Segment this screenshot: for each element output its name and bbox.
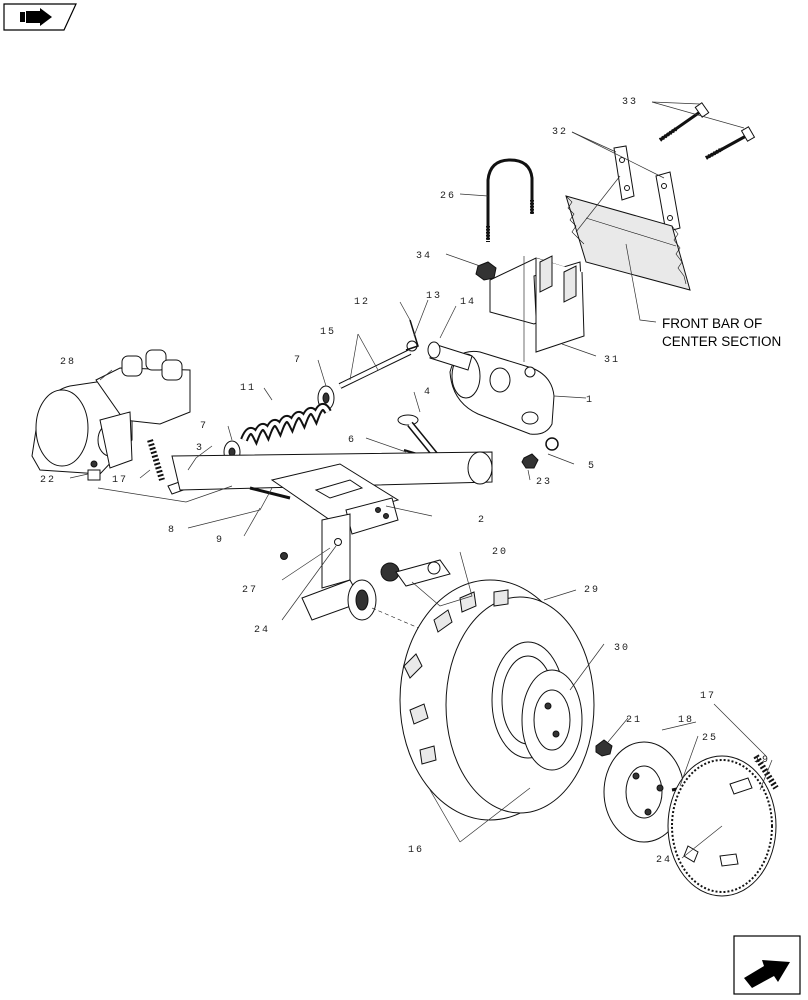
callout-26: 26 (440, 191, 456, 202)
callout-5: 5 (588, 461, 596, 472)
callout-19: 19 (754, 755, 770, 766)
wheel-29 (399, 579, 595, 821)
callout-15: 15 (320, 327, 336, 338)
callout-24-left: 24 (254, 625, 270, 636)
callout-14: 14 (460, 297, 476, 308)
exploded-assembly-drawing: 1 2 3 4 5 6 7 7 8 9 11 12 13 14 15 16 17… (31, 97, 781, 897)
motor-28 (31, 349, 191, 475)
callout-33: 33 (622, 97, 638, 108)
callout-27: 27 (242, 585, 258, 596)
callout-7-lower: 7 (200, 421, 208, 432)
callout-31: 31 (604, 355, 620, 366)
callout-6: 6 (348, 435, 356, 446)
front-bar-note-line-1: FRONT BAR OF (662, 316, 762, 331)
leader-lines (69, 101, 773, 859)
callout-20: 20 (492, 547, 508, 558)
callout-9: 9 (216, 535, 224, 546)
callout-32: 32 (552, 127, 568, 138)
callout-22: 22 (40, 475, 56, 486)
callout-29: 29 (584, 585, 600, 596)
callout-3: 3 (196, 443, 204, 454)
next-page-arrow-icon[interactable] (733, 935, 801, 995)
callout-4: 4 (424, 387, 432, 398)
callout-24-right: 24 (656, 855, 672, 866)
callout-13: 13 (426, 291, 442, 302)
bolt-33-a (658, 102, 710, 142)
callout-17-right: 17 (700, 691, 716, 702)
book-pointer-icon[interactable] (3, 3, 77, 31)
callout-17-left: 17 (112, 475, 128, 486)
spring-11 (240, 402, 332, 446)
callout-30: 30 (614, 643, 630, 654)
callout-2: 2 (478, 515, 486, 526)
bolt-33-b (705, 126, 756, 160)
callout-34: 34 (416, 251, 432, 262)
callout-18: 18 (678, 715, 694, 726)
callout-21: 21 (626, 715, 642, 726)
callout-16: 16 (408, 845, 424, 856)
callout-23: 23 (536, 477, 552, 488)
callout-25: 25 (702, 733, 718, 744)
callout-28: 28 (60, 357, 76, 368)
callout-1: 1 (586, 395, 594, 406)
callout-7-upper: 7 (294, 355, 302, 366)
callout-labels: 1 2 3 4 5 6 7 7 8 9 11 12 13 14 15 16 17… (40, 97, 770, 866)
callout-12: 12 (354, 297, 370, 308)
callout-11: 11 (240, 383, 256, 394)
callout-8: 8 (168, 525, 176, 536)
front-bar-note-line-2: CENTER SECTION (662, 334, 781, 349)
